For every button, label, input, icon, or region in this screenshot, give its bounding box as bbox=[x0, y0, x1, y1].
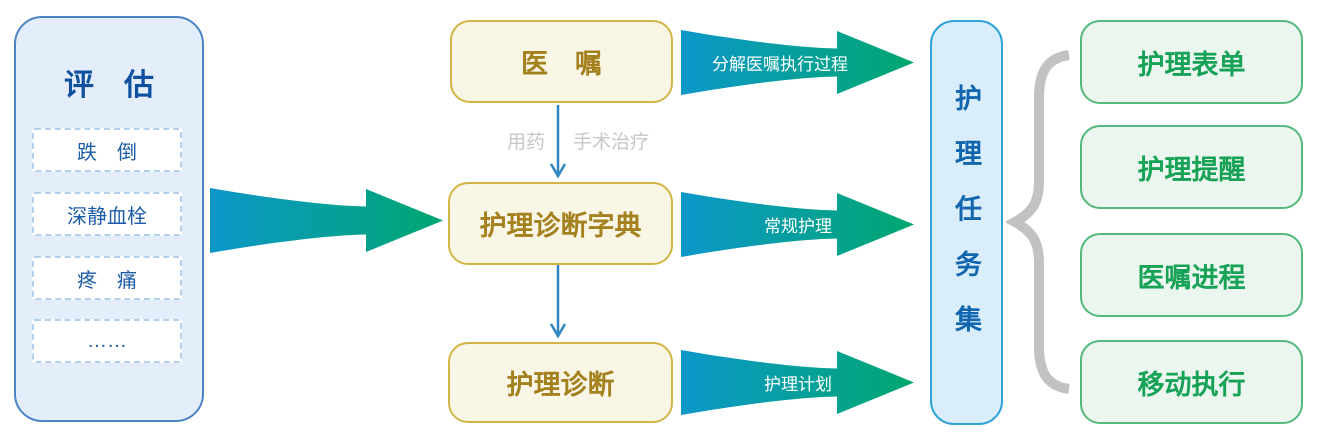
assessment-item-label: …… bbox=[87, 329, 127, 352]
down-arrow-icon bbox=[549, 105, 567, 179]
order-split-label-surgery: 手术治疗 bbox=[573, 132, 650, 153]
arrow-order-decompose: 分解医嘱执行过程 bbox=[680, 27, 918, 98]
assessment-item-label: 跌 倒 bbox=[77, 141, 137, 164]
assessment-title: 评 估 bbox=[64, 69, 154, 102]
arrow-label: 护理计划 bbox=[764, 374, 832, 394]
assessment-to-dictionary-arrow bbox=[209, 185, 445, 256]
node-medical-orders: 医 嘱 bbox=[450, 20, 673, 103]
node-label: 医 嘱 bbox=[521, 49, 602, 79]
curly-brace-icon bbox=[1005, 50, 1070, 394]
assessment-panel: 评 估 跌 倒 深静血栓 疼 痛 …… bbox=[14, 16, 204, 422]
assessment-item-fall: 跌 倒 bbox=[32, 128, 182, 172]
node-nursing-diagnosis-dictionary: 护理诊断字典 bbox=[448, 182, 673, 265]
right-swoosh-arrow-icon bbox=[210, 188, 443, 253]
output-order-progress: 医嘱进程 bbox=[1080, 233, 1303, 317]
output-nursing-forms: 护理表单 bbox=[1080, 20, 1303, 104]
assessment-item-label: 深静血栓 bbox=[67, 205, 147, 228]
arrow-nursing-plan: 护理计划 bbox=[680, 347, 918, 418]
output-nursing-reminders: 护理提醒 bbox=[1080, 125, 1303, 209]
output-label: 医嘱进程 bbox=[1137, 262, 1246, 293]
assessment-item-label: 疼 痛 bbox=[77, 269, 137, 292]
node-label: 护理诊断字典 bbox=[479, 211, 642, 241]
down-arrow-icon bbox=[549, 265, 567, 339]
arrow-label: 常规护理 bbox=[764, 216, 832, 236]
assessment-item-more: …… bbox=[32, 319, 182, 363]
assessment-item-dvt: 深静血栓 bbox=[32, 192, 182, 236]
right-swoosh-arrow-icon bbox=[681, 192, 914, 257]
task-set-title: 护理任务集 bbox=[951, 84, 981, 361]
output-mobile-execution: 移动执行 bbox=[1080, 340, 1303, 424]
right-swoosh-arrow-icon bbox=[681, 350, 914, 415]
node-nursing-diagnosis: 护理诊断 bbox=[448, 342, 673, 423]
order-split-label-medication: 用药 bbox=[506, 132, 545, 153]
node-label: 护理诊断 bbox=[506, 370, 615, 400]
output-label: 护理提醒 bbox=[1137, 154, 1246, 185]
arrow-routine-nursing: 常规护理 bbox=[680, 189, 918, 260]
task-set-box: 护理任务集 bbox=[930, 20, 1003, 425]
arrow-label: 分解医嘱执行过程 bbox=[712, 54, 848, 74]
right-swoosh-arrow-icon bbox=[681, 30, 914, 95]
output-label: 护理表单 bbox=[1137, 49, 1246, 80]
assessment-item-pain: 疼 痛 bbox=[32, 256, 182, 300]
output-label: 移动执行 bbox=[1137, 369, 1246, 400]
